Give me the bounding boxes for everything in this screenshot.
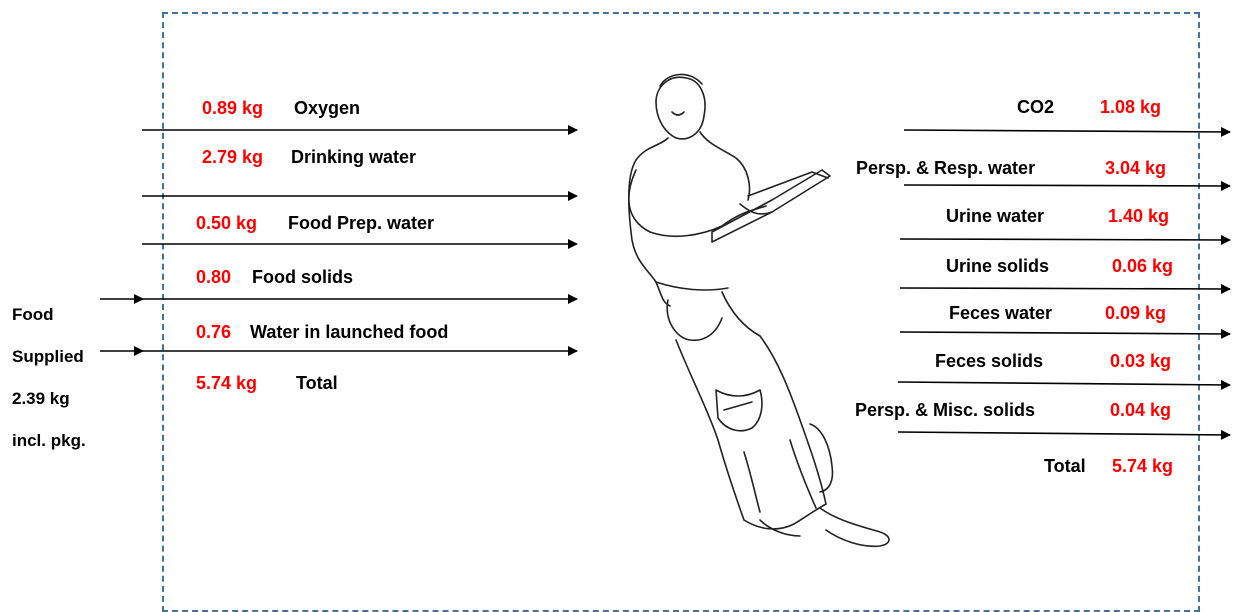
output-total-amount: 5.74 kg <box>1112 455 1173 477</box>
output-label: Feces solids <box>935 350 1043 372</box>
input-label: Food Prep. water <box>288 212 434 234</box>
output-label: Persp. & Resp. water <box>856 157 1035 179</box>
output-label: Persp. & Misc. solids <box>855 399 1035 421</box>
output-amount: 0.09 kg <box>1105 302 1166 324</box>
output-amount: 0.04 kg <box>1110 399 1171 421</box>
food-supplied-line: incl. pkg. <box>12 430 86 451</box>
output-amount: 1.08 kg <box>1100 96 1161 118</box>
food-supplied-line: Supplied <box>12 346 86 367</box>
input-label: Food solids <box>252 266 353 288</box>
input-total-label: Total <box>296 372 338 394</box>
input-amount: 2.79 kg <box>202 146 263 168</box>
input-amount: 0.50 kg <box>196 212 257 234</box>
output-amount: 3.04 kg <box>1105 157 1166 179</box>
output-label: Urine water <box>946 205 1044 227</box>
output-label: Feces water <box>949 302 1052 324</box>
output-amount: 0.03 kg <box>1110 350 1171 372</box>
food-supplied-note: Food Supplied 2.39 kg incl. pkg. <box>12 283 86 472</box>
output-total-label: Total <box>1044 455 1086 477</box>
output-amount: 0.06 kg <box>1112 255 1173 277</box>
output-amount: 1.40 kg <box>1108 205 1169 227</box>
astronaut-illustration <box>0 0 1233 586</box>
output-label: CO2 <box>1017 96 1054 118</box>
output-label: Urine solids <box>946 255 1049 277</box>
input-amount: 0.80 <box>196 266 231 288</box>
input-total-amount: 5.74 kg <box>196 372 257 394</box>
food-supplied-line: Food <box>12 304 86 325</box>
input-label: Drinking water <box>291 146 416 168</box>
input-amount: 0.89 kg <box>202 97 263 119</box>
input-label: Water in launched food <box>250 321 448 343</box>
input-label: Oxygen <box>294 97 360 119</box>
input-amount: 0.76 <box>196 321 231 343</box>
food-supplied-line: 2.39 kg <box>12 388 86 409</box>
